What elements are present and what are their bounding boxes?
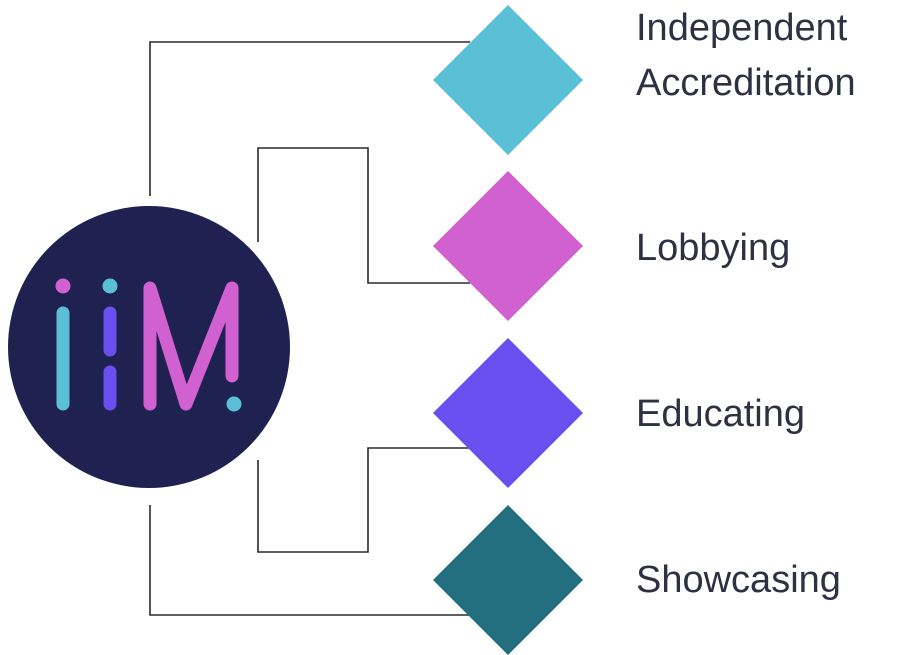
connector-accreditation xyxy=(149,41,470,196)
label-showcasing: Showcasing xyxy=(636,559,841,601)
connector-showcasing xyxy=(149,505,470,616)
diamonds xyxy=(433,5,583,655)
logo-m-dot xyxy=(226,396,242,412)
logo-i1-dot xyxy=(55,278,71,294)
connector-lobbying xyxy=(257,147,470,284)
iim-logo xyxy=(8,206,290,488)
diamond-accreditation xyxy=(433,5,583,155)
connector-educating xyxy=(257,447,470,553)
logo-letter-m xyxy=(143,281,239,411)
logo-i2-dot xyxy=(102,278,118,294)
label-accreditation-line-1: Independent xyxy=(636,7,848,49)
label-accreditation-line-2: Accreditation xyxy=(636,62,856,104)
diamond-showcasing xyxy=(433,505,583,655)
diamond-lobbying xyxy=(433,171,583,321)
labels: Independent Accreditation Lobbying Educa… xyxy=(636,7,856,601)
label-educating: Educating xyxy=(636,393,805,435)
connectors xyxy=(149,41,470,616)
diamond-educating xyxy=(433,338,583,488)
label-lobbying: Lobbying xyxy=(636,227,790,269)
